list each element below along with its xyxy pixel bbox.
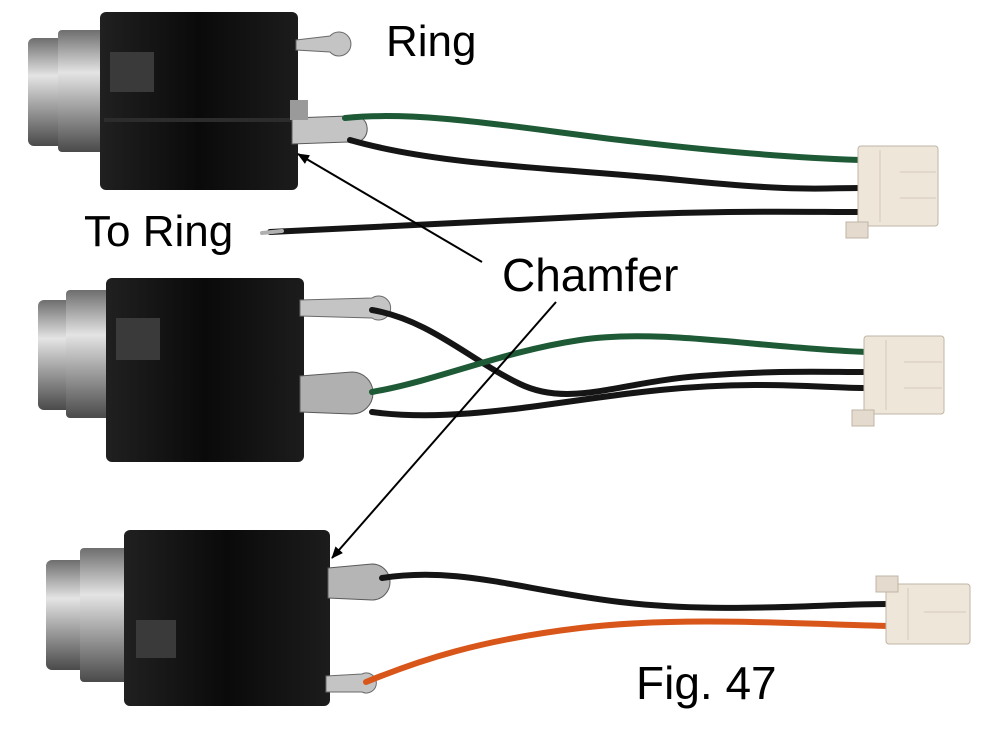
arrow-chamfer-bottom <box>331 301 557 559</box>
jack-middle-window <box>116 318 160 360</box>
connector-middle <box>851 335 945 427</box>
connector-bottom <box>875 575 971 645</box>
jack-bottom-threaded-bushing <box>46 560 86 670</box>
jack-top <box>28 12 368 190</box>
annotation-arrows <box>297 153 557 559</box>
jack-top-ring-lug <box>295 31 352 57</box>
wire-black-to-ring <box>267 208 863 235</box>
jack-top-window <box>110 52 154 92</box>
jack-bottom-body <box>124 530 330 706</box>
jack-middle-ring-lug <box>299 295 392 321</box>
label-chamfer: Chamfer <box>502 249 679 301</box>
jack-bottom-hex-nut <box>80 548 128 682</box>
jack-bottom-sleeve-lug <box>327 563 391 601</box>
figure-caption: Fig. 47 <box>636 657 777 709</box>
wire-orange-bottom <box>363 618 891 685</box>
wire-black-top <box>347 137 863 192</box>
connector-top <box>845 145 939 239</box>
jack-top-hex-nut <box>58 30 104 152</box>
wire-black-middle-b <box>369 381 869 419</box>
label-ring: Ring <box>386 17 477 66</box>
jack-bottom <box>46 530 391 706</box>
jack-middle-body <box>106 278 304 462</box>
wire-stripped-end <box>260 229 284 235</box>
jack-middle-hex-nut <box>66 290 112 418</box>
label-to-ring: To Ring <box>84 207 234 256</box>
jack-middle <box>38 278 392 462</box>
wire-black-middle-a <box>369 307 869 397</box>
jack-top-wires <box>260 113 863 235</box>
arrow-chamfer-top <box>297 153 483 263</box>
jack-bottom-wires <box>363 571 891 685</box>
jack-bottom-window <box>136 620 176 658</box>
jack-middle-wires <box>369 307 869 419</box>
jack-middle-sleeve-lug <box>299 371 374 415</box>
wire-green-top <box>342 113 863 163</box>
wire-black-bottom <box>379 571 891 611</box>
jack-top-body <box>100 12 298 190</box>
jack-bottom-tip-lug <box>325 672 377 694</box>
wire-green-middle <box>369 333 869 395</box>
